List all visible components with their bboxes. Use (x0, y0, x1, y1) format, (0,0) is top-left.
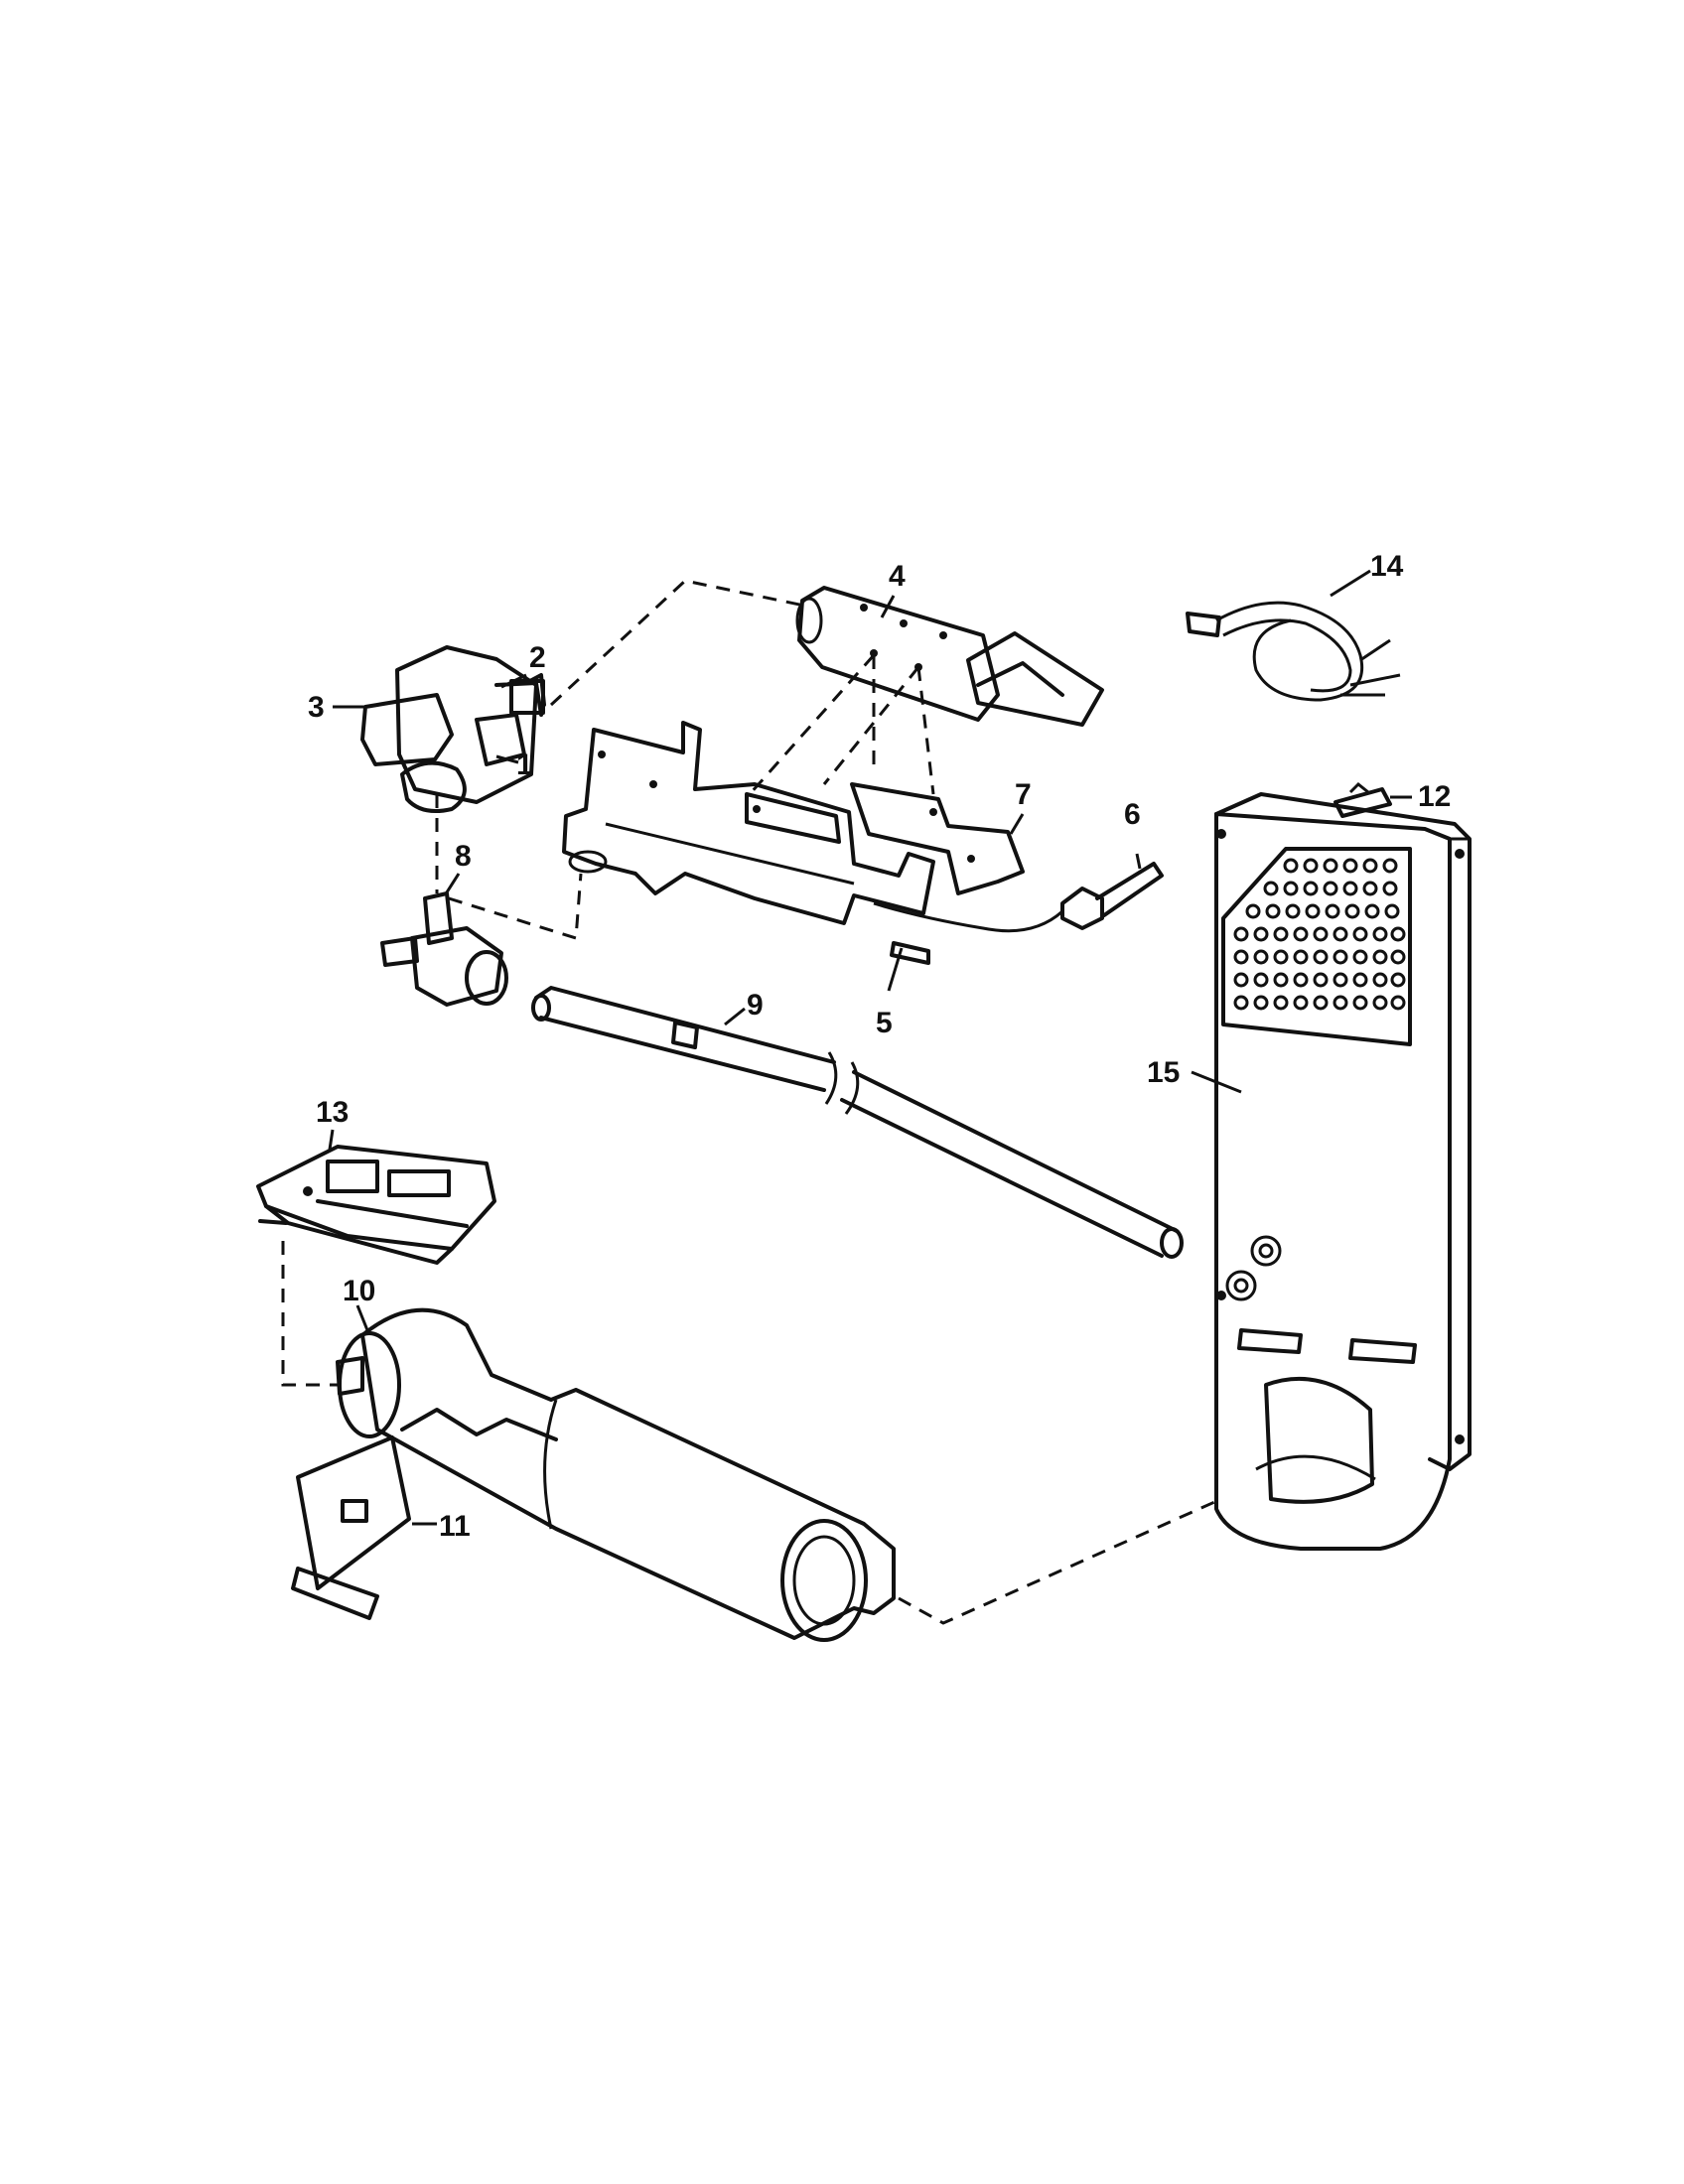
mounting-bracket (562, 721, 935, 992)
chamber-support-bracket (291, 1435, 437, 1620)
thermal-fuse (1333, 781, 1412, 818)
vent-perforations (1233, 858, 1406, 1011)
callout-8: 8 (455, 840, 472, 873)
callout-11: 11 (439, 1510, 471, 1543)
callout-3: 3 (308, 691, 325, 724)
gas-valve-assembly (333, 645, 546, 813)
callout-5: 5 (876, 1007, 893, 1039)
callout-10: 10 (343, 1275, 375, 1307)
part-callouts: 1 2 3 4 5 6 7 8 9 10 11 12 13 14 15 (308, 550, 1451, 1543)
callout-2: 2 (529, 641, 546, 674)
callout-1: 1 (516, 749, 533, 781)
callout-13: 13 (316, 1096, 349, 1129)
callout-14: 14 (1370, 550, 1404, 583)
callout-12: 12 (1418, 780, 1451, 813)
igniter (873, 853, 1164, 933)
flame-sensor-assembly (256, 1129, 496, 1265)
callout-7: 7 (1015, 778, 1032, 811)
callout-6: 6 (1124, 798, 1141, 831)
combustion-chamber (336, 1304, 896, 1642)
callout-15: 15 (1147, 1056, 1180, 1089)
burner (795, 586, 1104, 727)
wire-harness (1186, 569, 1401, 702)
gas-supply-tube (531, 986, 1184, 1259)
callout-4: 4 (889, 560, 906, 593)
shield-plate (850, 782, 1025, 895)
assembly-lines (281, 579, 1222, 1625)
orifice-fitting (380, 873, 508, 1007)
heater-housing (1191, 792, 1472, 1551)
callout-9: 9 (747, 989, 764, 1022)
